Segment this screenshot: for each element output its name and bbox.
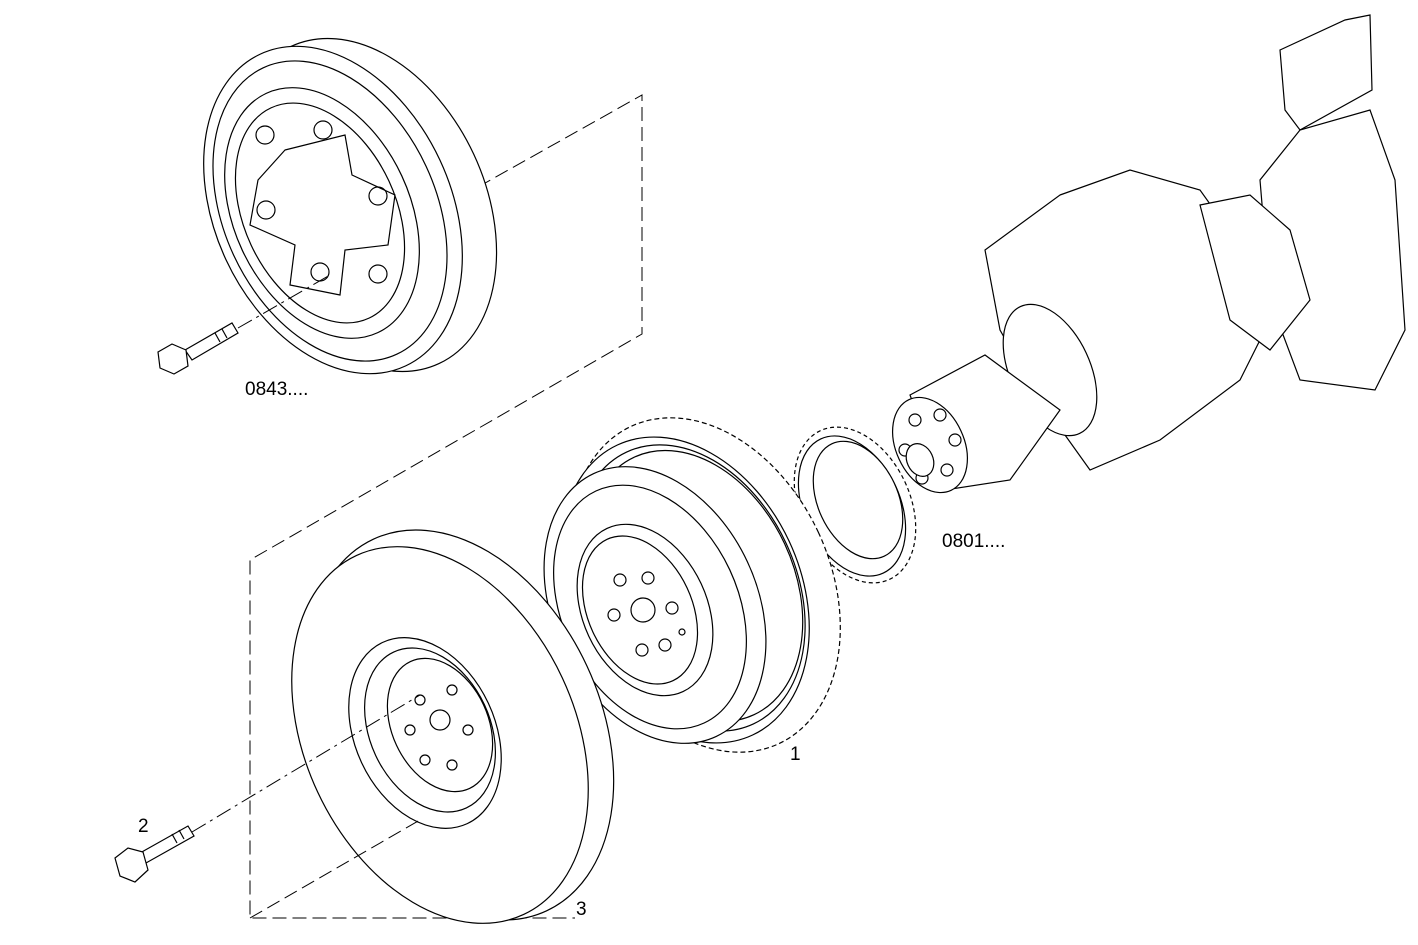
damper-part-3 (191, 529, 615, 924)
ref-label-0801: 0801.... (942, 531, 1005, 552)
ref-label-0843: 0843.... (245, 379, 308, 400)
upper-bolt (157, 274, 331, 375)
part-label-3: 3 (576, 899, 587, 920)
part-label-2: 2 (138, 816, 149, 837)
reference-frame-dashed (249, 94, 643, 919)
pulley-part-1 (543, 417, 841, 753)
upper-pulley (203, 37, 498, 375)
crankshaft (892, 14, 1406, 494)
bolt-part-2 (114, 825, 195, 883)
part-label-1: 1 (790, 744, 801, 765)
timing-gear (793, 426, 917, 584)
